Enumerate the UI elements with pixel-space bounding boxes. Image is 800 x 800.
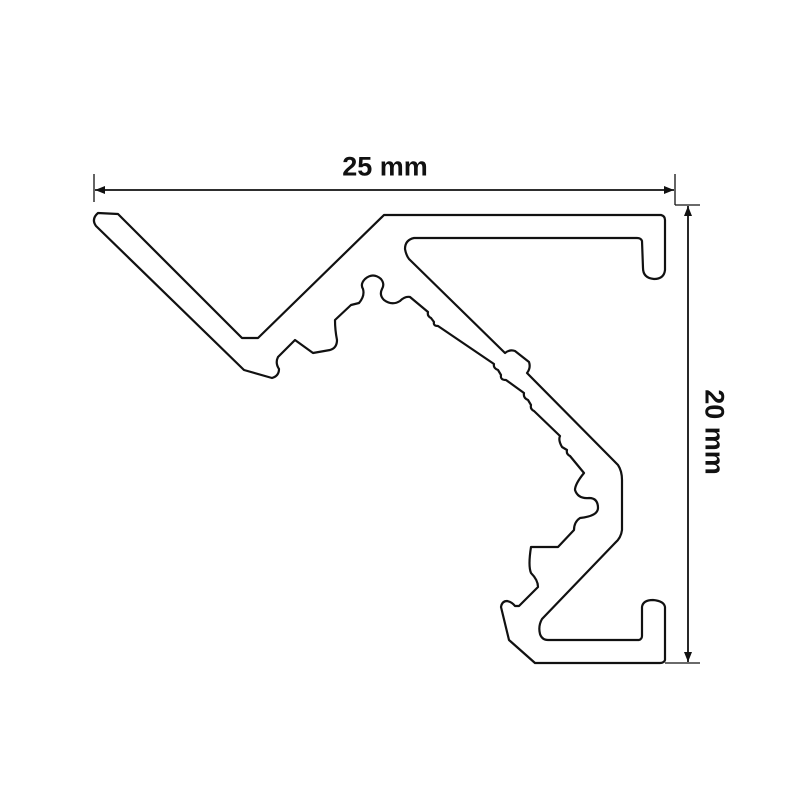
height-dimension	[665, 204, 700, 664]
width-label: 25 mm	[342, 151, 428, 182]
height-label: 20 mm	[699, 389, 730, 475]
width-dimension	[93, 174, 676, 205]
profile-outline	[92, 211, 667, 665]
